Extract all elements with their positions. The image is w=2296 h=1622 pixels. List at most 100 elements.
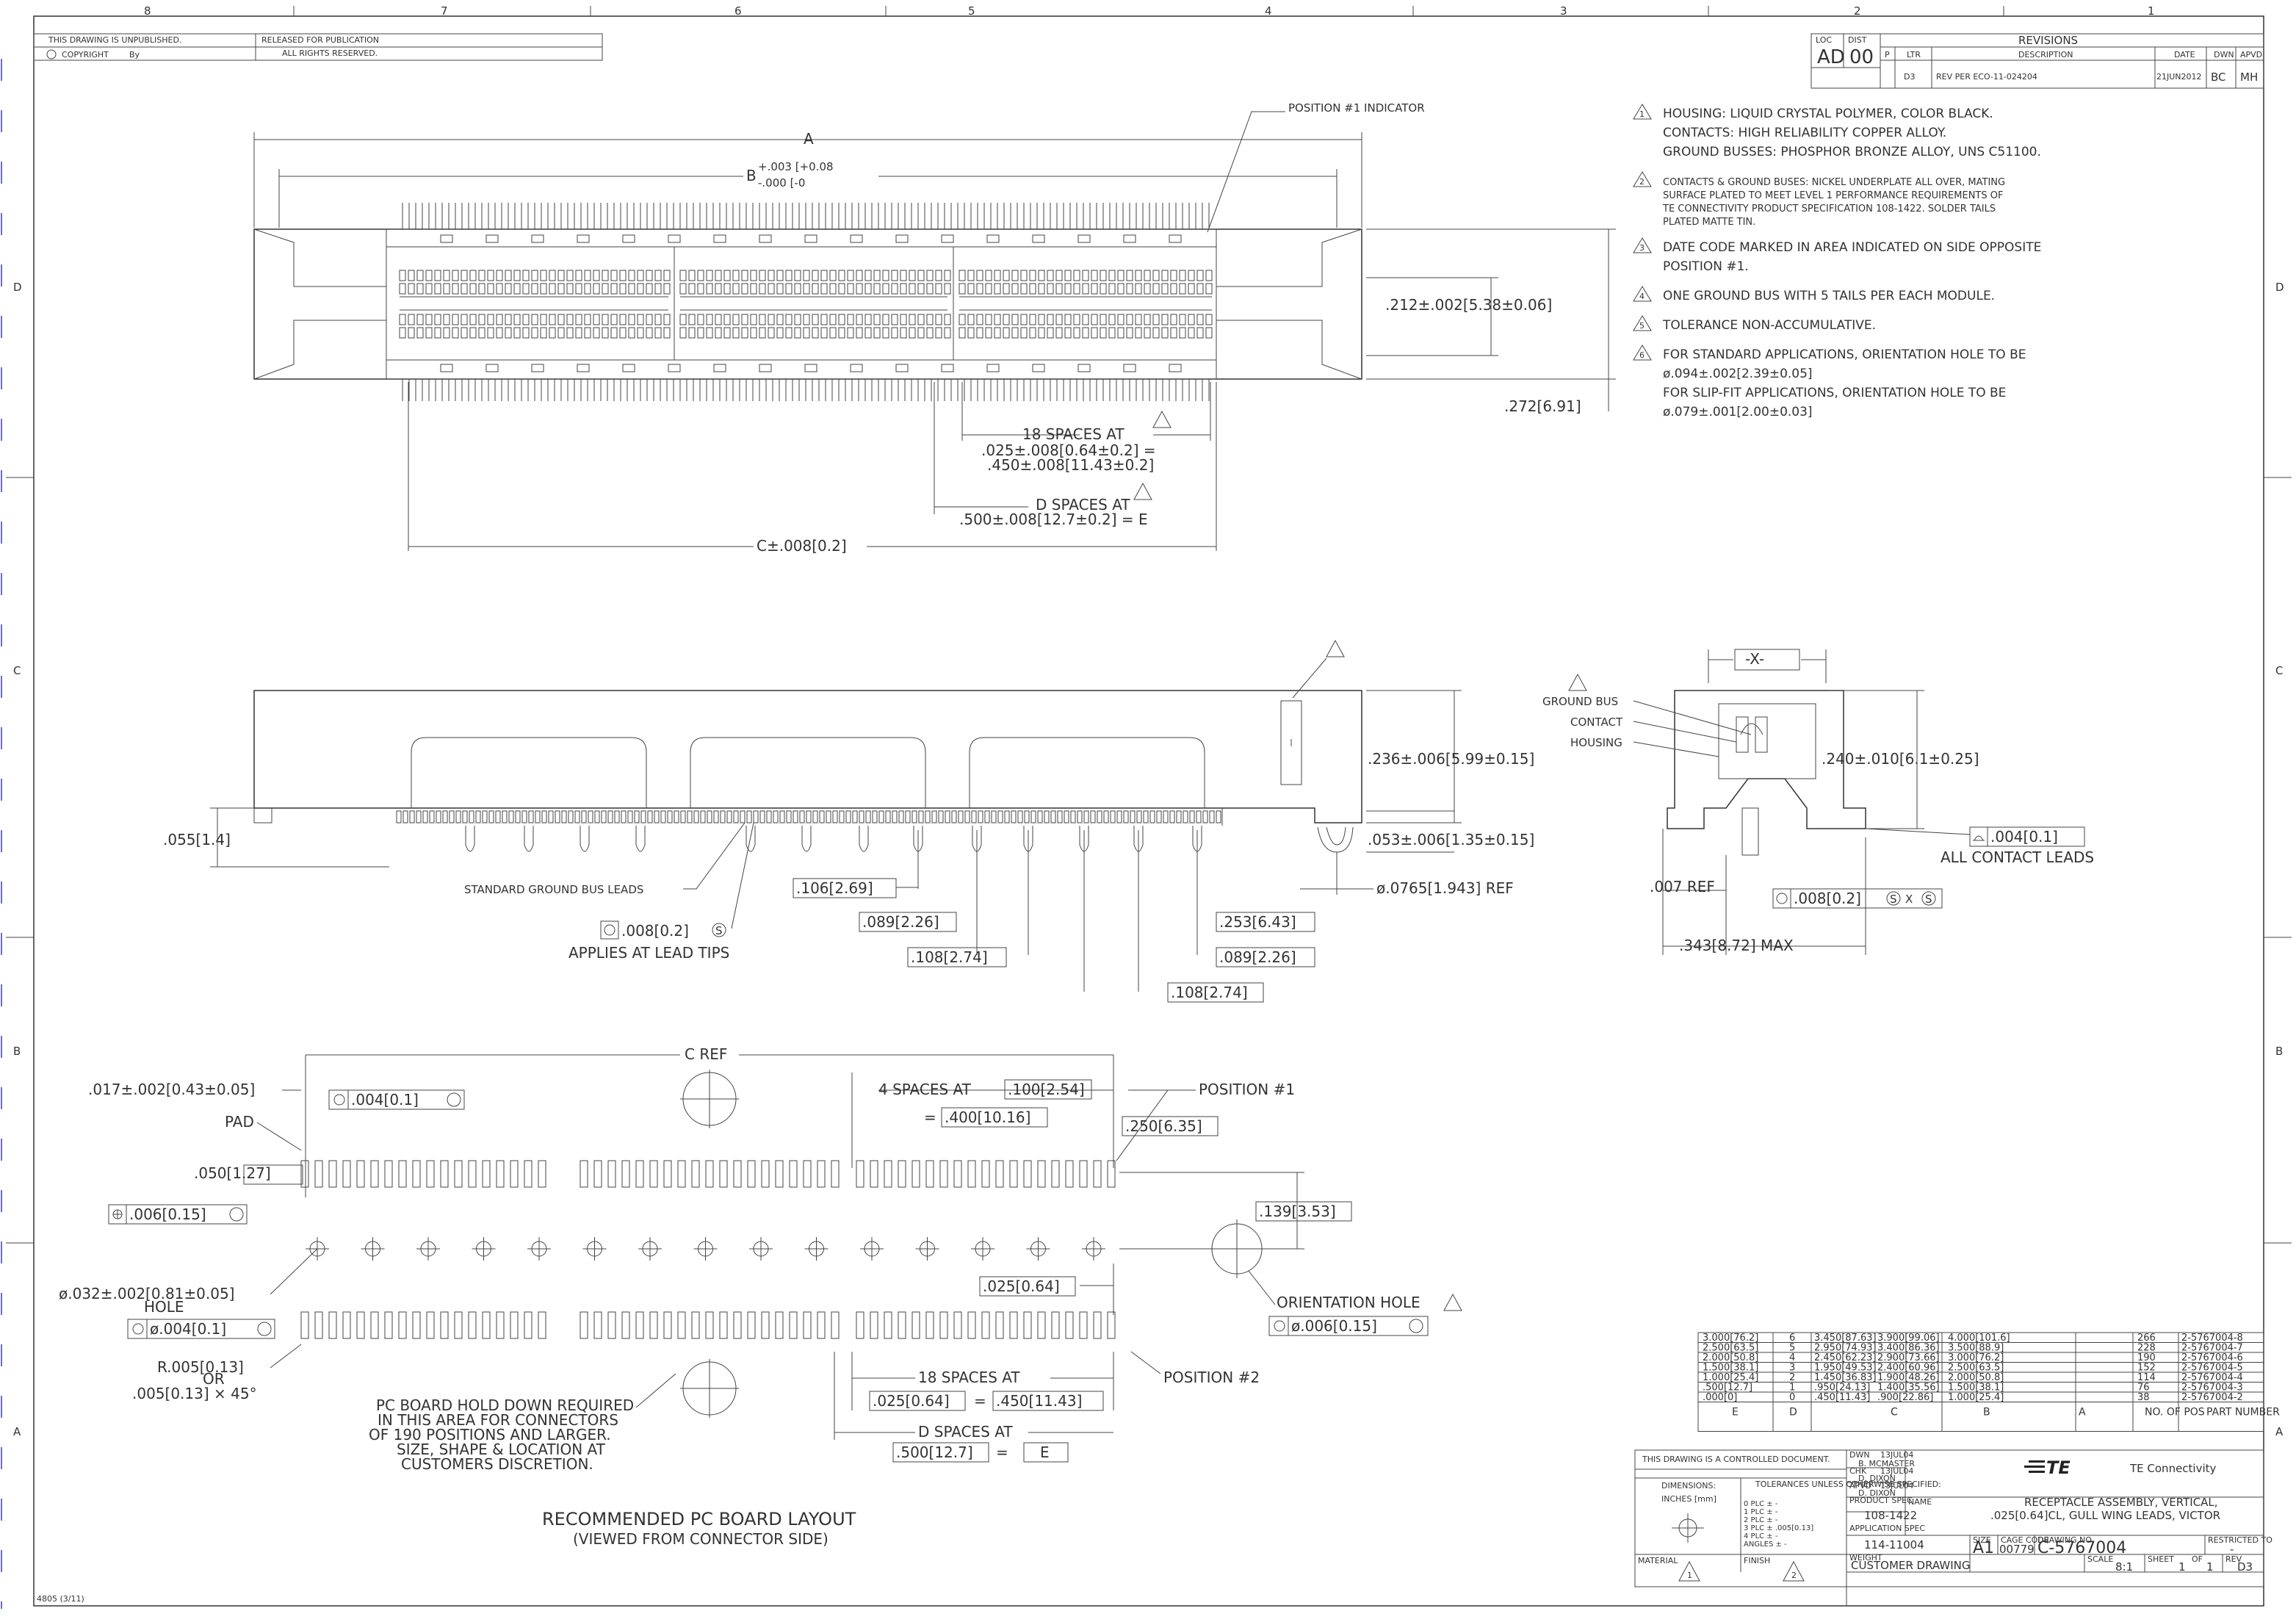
contact — [829, 314, 837, 325]
contact — [688, 283, 696, 295]
table-cell: 2-5767004-4 — [2181, 1372, 2243, 1383]
contact — [628, 283, 635, 295]
radius-label: R.005[0.13] — [157, 1358, 244, 1376]
contact — [985, 283, 992, 295]
table-cell: 0 — [1789, 1392, 1795, 1403]
contact — [602, 314, 609, 325]
contact — [856, 314, 863, 325]
four-spaces-eq: = — [924, 1109, 936, 1126]
orient-tol: ø.006[0.15] — [1291, 1317, 1377, 1335]
contact — [663, 327, 671, 339]
table-cell: 3.500[88.9] — [1948, 1343, 2004, 1354]
ground-bus-lead — [859, 826, 869, 852]
pad — [496, 1311, 505, 1339]
contact — [452, 327, 459, 339]
table-cell: .450[11.43] — [1814, 1392, 1870, 1403]
dim-b: B — [746, 167, 757, 184]
eighteen-spaces-label: 18 SPACES AT — [918, 1369, 1020, 1386]
lead — [839, 810, 845, 823]
zone-side-a-right: A — [2275, 1425, 2284, 1438]
window — [668, 234, 681, 243]
contact — [891, 327, 898, 339]
contact — [994, 283, 1001, 295]
weight-label: WEIGHT — [1849, 1553, 1882, 1562]
lead — [918, 810, 924, 823]
contact — [1003, 270, 1010, 281]
d-spaces-label: D SPACES AT — [1036, 496, 1130, 513]
ground-bus-lead — [580, 826, 590, 852]
dwg-value: C-5767004 — [2037, 1539, 2126, 1557]
pad — [328, 1311, 337, 1339]
contact — [1082, 314, 1089, 325]
lead — [495, 810, 501, 823]
contact — [1108, 270, 1116, 281]
pad — [953, 1311, 962, 1339]
standard-ground-bus-label: STANDARD GROUND BUS LEADS — [464, 883, 643, 896]
ground-bus-lead — [465, 826, 475, 852]
contact — [399, 314, 406, 325]
contact — [1108, 283, 1116, 295]
zone-top-7: 7 — [441, 4, 448, 18]
contact — [838, 327, 845, 339]
contact — [549, 283, 556, 295]
contact — [593, 270, 600, 281]
lead — [786, 810, 792, 823]
contact — [584, 327, 591, 339]
restricted-label: RESTRICTED TO — [2208, 1535, 2272, 1545]
unpublished-text: THIS DRAWING IS UNPUBLISHED. — [48, 35, 181, 45]
pad — [524, 1160, 533, 1188]
contact — [487, 283, 494, 295]
contact — [549, 327, 556, 339]
contact — [513, 327, 521, 339]
window — [577, 364, 590, 372]
contact — [900, 270, 907, 281]
contact — [646, 327, 653, 339]
dist-label: DIST — [1848, 35, 1867, 45]
pad — [691, 1311, 700, 1339]
contact — [732, 270, 740, 281]
ground-bus-lead — [635, 826, 646, 852]
contact — [985, 270, 992, 281]
weight-value: - — [1910, 1557, 1913, 1571]
lead — [449, 810, 455, 823]
contact — [416, 283, 424, 295]
loc-label: LOC — [1816, 35, 1832, 45]
top-view: A B +.003 [+0.08 -.000 [-0 POSITION #1 I… — [253, 101, 1616, 555]
released-text: RELEASED FOR PUBLICATION — [261, 35, 379, 45]
header-block: THIS DRAWING IS UNPUBLISHED. RELEASED FO… — [33, 33, 603, 61]
contact — [602, 270, 609, 281]
lead — [779, 810, 785, 823]
window — [1032, 364, 1045, 372]
lead — [726, 810, 732, 823]
pos-tol-x: X — [1905, 893, 1913, 906]
pad — [1107, 1311, 1116, 1339]
dwn-label: DWN — [1849, 1450, 1870, 1460]
window — [485, 364, 499, 372]
note-flag-icon — [1633, 237, 1652, 253]
c-ref-label: C REF — [685, 1045, 727, 1063]
contact — [593, 283, 600, 295]
pitch-y-050: .050[1.27] — [194, 1164, 271, 1182]
contact — [768, 327, 775, 339]
contact — [1082, 270, 1089, 281]
cage-value: 00779 — [1999, 1543, 2035, 1556]
lead — [1037, 810, 1043, 823]
contact — [1020, 270, 1028, 281]
contact — [1188, 270, 1195, 281]
contact — [408, 327, 415, 339]
contact — [917, 270, 925, 281]
contact — [959, 327, 966, 339]
lead — [416, 810, 422, 823]
top-pins-lower — [402, 379, 1210, 401]
lead — [1143, 810, 1149, 823]
window — [850, 364, 863, 372]
holddown-holes — [306, 1237, 1105, 1261]
pad — [510, 1160, 519, 1188]
contact — [909, 270, 916, 281]
contact — [1135, 270, 1142, 281]
contact — [663, 283, 671, 295]
contact — [443, 283, 450, 295]
rights-text: ALL RIGHTS RESERVED. — [282, 48, 378, 58]
pad — [733, 1311, 742, 1339]
dim-108-b: .108[2.74] — [1171, 984, 1248, 1001]
